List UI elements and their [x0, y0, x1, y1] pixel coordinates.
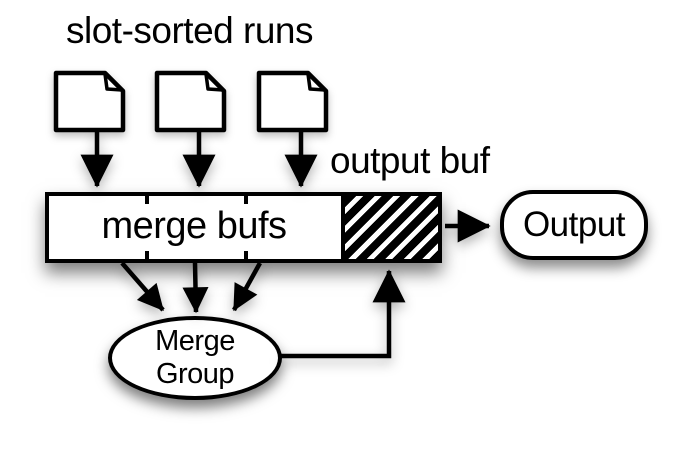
merge-group-node: Merge Group: [108, 316, 282, 400]
merge-bufs-label: merge bufs: [101, 205, 287, 247]
arrow-down-icon: [182, 262, 209, 314]
arrow-down-left-icon: [120, 261, 165, 312]
merge-group-label-line1: Merge: [155, 325, 235, 357]
buf-to-group-arrows: [120, 261, 262, 314]
output-node-label: Output: [522, 205, 626, 244]
run-to-buf-arrows: [80, 130, 318, 188]
run-file-icons: [53, 70, 329, 133]
output-buf-label: output buf: [330, 140, 490, 181]
document-icon: [53, 70, 126, 133]
diagram-title: slot-sorted runs: [66, 10, 314, 51]
output-buf-hatched-segment: [341, 192, 442, 263]
arrow-up-icon: [281, 269, 406, 359]
group-to-outbuf-arrow: [281, 269, 406, 359]
arrow-down-right-icon: [232, 261, 262, 312]
merge-group-label-line2: Group: [155, 358, 235, 390]
output-node: Output: [500, 190, 648, 260]
document-icon: [256, 70, 329, 133]
document-icon: [154, 70, 227, 133]
